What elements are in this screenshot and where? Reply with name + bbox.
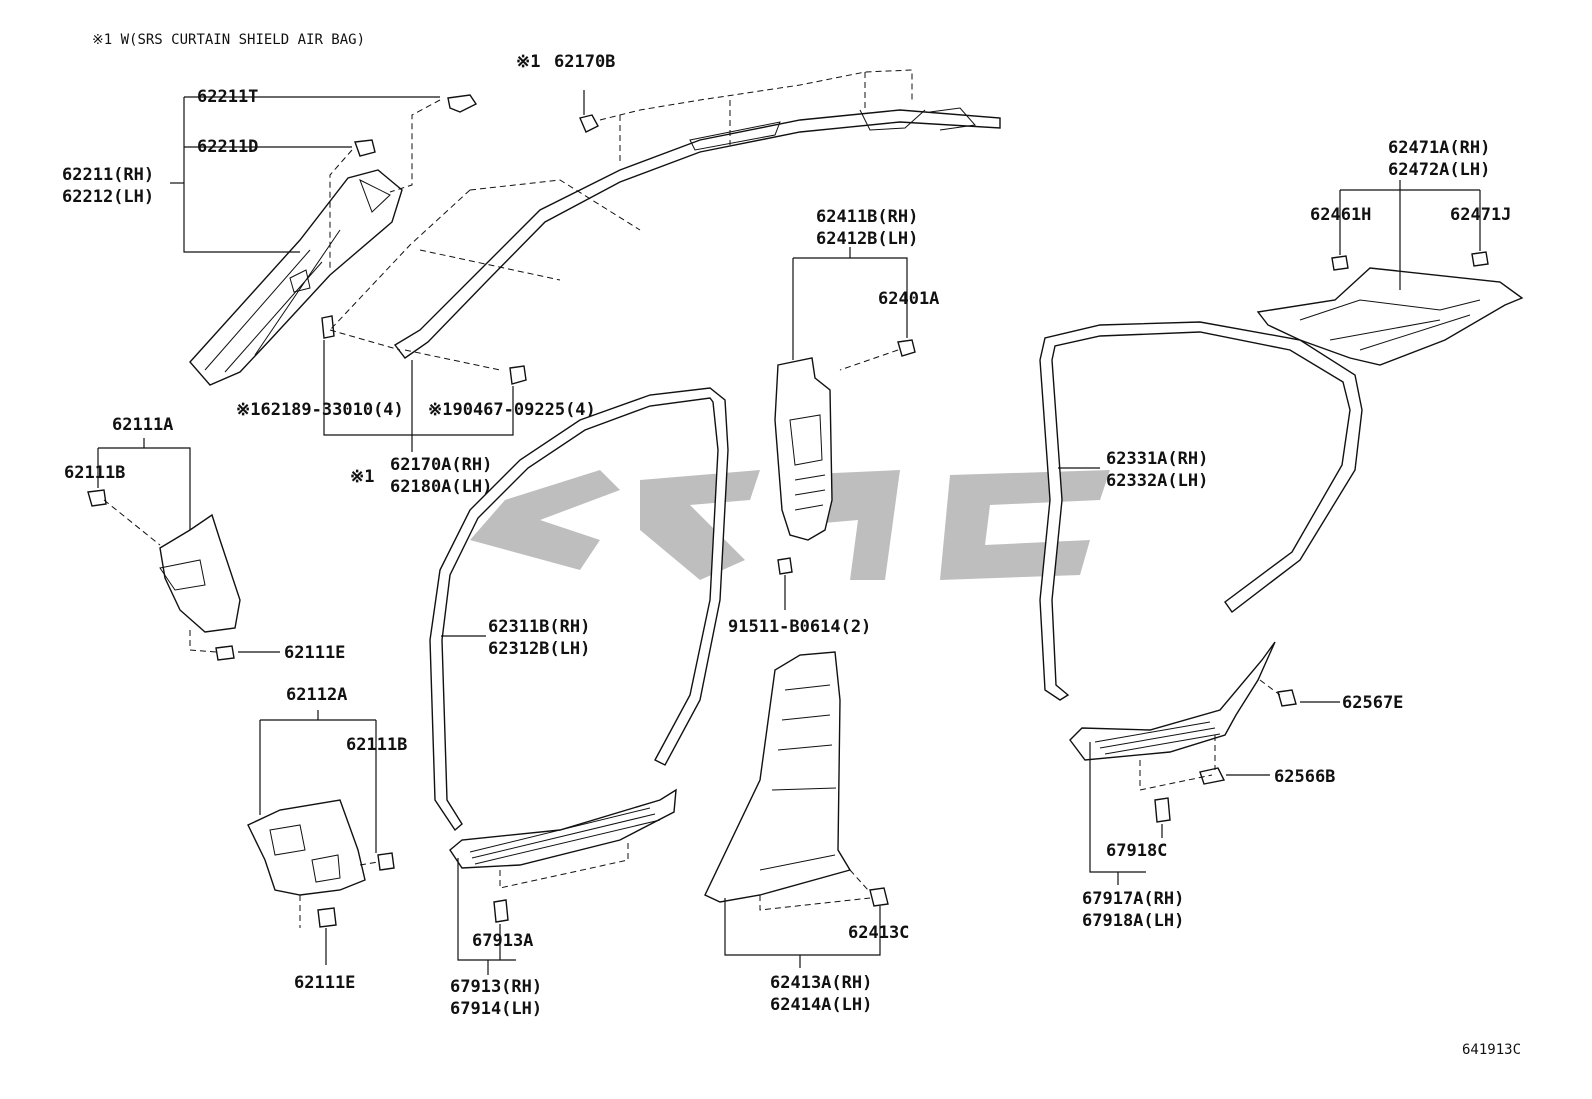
label-62312b-lh: 62312B(LH) xyxy=(488,639,590,659)
curtain-airbag xyxy=(321,107,1001,385)
label-62472a-lh: 62472A(LH) xyxy=(1388,160,1490,180)
label-62412b-lh: 62412B(LH) xyxy=(816,229,918,249)
label-62413c: 62413C xyxy=(848,923,909,943)
clip-67918c-shape xyxy=(1154,797,1171,823)
label-62332a-lh: 62332A(LH) xyxy=(1106,471,1208,491)
label-62567e: 62567E xyxy=(1342,693,1403,713)
label-62331a-rh: 62331A(RH) xyxy=(1106,449,1208,469)
front-kick-panel xyxy=(87,489,241,661)
clip-62461h-shape xyxy=(1331,255,1349,271)
label-62411b-rh: 62411B(RH) xyxy=(816,207,918,227)
label-67914-lh: 67914(LH) xyxy=(450,999,542,1019)
label-62566b: 62566B xyxy=(1274,767,1335,787)
quarter-trim-upper xyxy=(1256,251,1524,366)
label-62111a: 62111A xyxy=(112,415,173,435)
rear-scuff-plate xyxy=(1069,641,1297,823)
label-67918a-lh: 67918A(LH) xyxy=(1082,911,1184,931)
label-62111b-b: 62111B xyxy=(346,735,407,755)
label-67913-rh: 67913(RH) xyxy=(450,977,542,997)
label-62111b-a: 62111B xyxy=(64,463,125,483)
b-pillar-garnish-upper xyxy=(774,339,916,575)
label-67913a: 67913A xyxy=(472,931,533,951)
clip-90467-shape xyxy=(509,365,527,385)
label-62401a: 62401A xyxy=(878,289,939,309)
clip-62111b2-shape xyxy=(377,852,395,871)
clip-62111e-shape xyxy=(215,645,235,661)
label-62211d: 62211D xyxy=(197,137,258,157)
label-62413a-rh: 62413A(RH) xyxy=(770,973,872,993)
label-62311b-rh: 62311B(RH) xyxy=(488,617,590,637)
clip-62567e-shape xyxy=(1277,689,1297,707)
clip-62566b-shape xyxy=(1199,767,1226,785)
label-91511: 91511-B0614(2) xyxy=(728,617,871,637)
clip-62111b-shape xyxy=(87,489,107,507)
label-62211-rh: 62211(RH) xyxy=(62,165,154,185)
clip-67913a-shape xyxy=(493,899,509,923)
clip-62401a-shape xyxy=(897,339,916,357)
b-pillar-garnish-lower xyxy=(704,651,889,907)
label-mark1-b: ※1 xyxy=(350,467,374,487)
bolt-62170b-shape xyxy=(579,114,599,133)
a-pillar-garnish-upper xyxy=(189,94,478,386)
clip-62413c-shape xyxy=(869,887,889,907)
front-door-weatherstrip xyxy=(429,387,729,832)
clip-62189-shape xyxy=(321,315,335,339)
clip-62111e2-shape xyxy=(317,907,337,928)
label-67918c: 67918C xyxy=(1106,841,1167,861)
diagram-code: 641913C xyxy=(1462,1042,1521,1058)
rear-door-weatherstrip xyxy=(1039,321,1363,701)
label-62170b: 62170B xyxy=(554,52,615,72)
label-62471j: 62471J xyxy=(1450,205,1511,225)
label-mark1-a: ※1 xyxy=(516,52,540,72)
label-62471a-rh: 62471A(RH) xyxy=(1388,138,1490,158)
watermark-logo xyxy=(470,470,1110,580)
label-62170a-rh: 62170A(RH) xyxy=(390,455,492,475)
label-62212-lh: 62212(LH) xyxy=(62,187,154,207)
label-62211t: 62211T xyxy=(197,87,258,107)
label-62180a-lh: 62180A(LH) xyxy=(390,477,492,497)
lower-kick-panel xyxy=(247,799,395,928)
label-62414a-lh: 62414A(LH) xyxy=(770,995,872,1015)
label-90467: ※190467-09225(4) xyxy=(428,400,596,420)
label-62189: ※162189-33010(4) xyxy=(236,400,404,420)
label-62112a: 62112A xyxy=(286,685,347,705)
clip-62471j-shape xyxy=(1471,251,1489,267)
bolt-91511-shape xyxy=(777,557,793,575)
clip-62211t-shape xyxy=(447,94,478,113)
label-62111e-a: 62111E xyxy=(284,643,345,663)
front-scuff-plate xyxy=(449,788,677,923)
label-67917a-rh: 67917A(RH) xyxy=(1082,889,1184,909)
label-group: ※1 W(SRS CURTAIN SHIELD AIR BAG) 62211T … xyxy=(62,32,1521,1058)
label-62111e-b: 62111E xyxy=(294,973,355,993)
clip-62211d-shape xyxy=(354,139,376,157)
header-note: ※1 W(SRS CURTAIN SHIELD AIR BAG) xyxy=(92,32,365,48)
label-62461h: 62461H xyxy=(1310,205,1371,225)
